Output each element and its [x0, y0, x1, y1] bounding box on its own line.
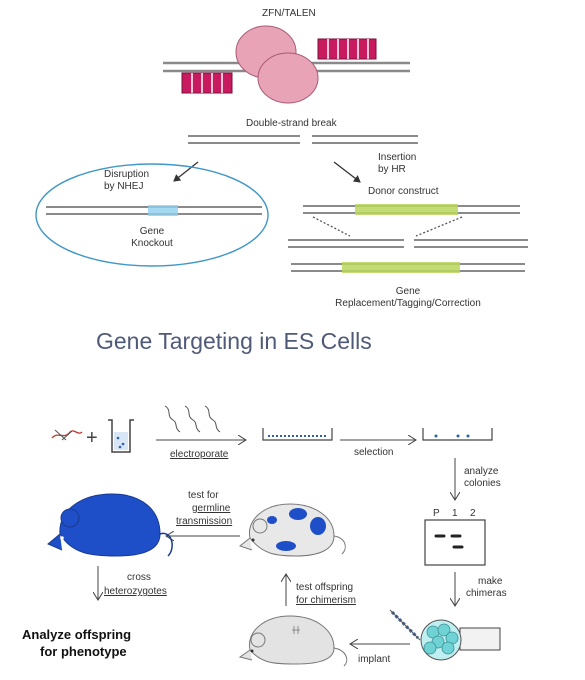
lower-repeat-array [181, 72, 233, 94]
chimerism-line2: for chimerism [296, 595, 356, 606]
selection-label: selection [354, 447, 393, 458]
electroporate-label: electroporate [170, 449, 229, 460]
make-line2: chimeras [466, 588, 507, 599]
hr-arrow [333, 161, 361, 183]
crossover-right [415, 216, 463, 237]
es-cell-workflow: + electroporate selection [22, 405, 507, 667]
analyze-line2: colonies [464, 478, 501, 489]
knockout-line2: Knockout [131, 238, 173, 249]
knockout-ellipse [35, 163, 269, 267]
nuclease-binding-panel: ZFN/TALEN [163, 8, 410, 104]
analyze-line1: analyze [464, 466, 499, 477]
foster-mouse-icon [238, 615, 348, 667]
break-label: Double-strand break [246, 118, 338, 129]
nhej-branch: Disruption by NHEJ Gene Knockout [35, 161, 269, 267]
knockout-line1: Gene [140, 226, 165, 237]
upper-repeat-array [317, 38, 377, 60]
nhej-arrow [173, 161, 199, 182]
chimerism-line1: test offspring [296, 582, 353, 593]
make-line1: make [478, 576, 503, 587]
germline-line2: germline [192, 503, 231, 514]
germline-line3: transmission [176, 516, 232, 527]
gel-lane-2: 2 [470, 508, 476, 519]
nhej-indel-region [148, 205, 178, 216]
hr-branch: Insertion by HR Donor construct Gene Rep… [288, 152, 528, 309]
result-line1: Gene [396, 286, 421, 297]
cuvette-icon [108, 419, 134, 453]
germline-mouse-icon [47, 493, 173, 557]
figure-title: Gene Targeting in ES Cells [96, 328, 372, 354]
result-line2: Replacement/Tagging/Correction [335, 298, 481, 309]
gel-lane-p: P [433, 508, 440, 519]
crossover-left [312, 216, 351, 237]
hr-label-line2: by HR [378, 164, 406, 175]
analyze-offspring-line1: Analyze offspring [22, 627, 131, 642]
blastocyst-injection-icon [389, 609, 501, 661]
integrated-insert [342, 262, 460, 273]
culture-plate-confluent [262, 428, 333, 441]
southern-blot-gel: P 1 2 [424, 508, 486, 566]
cross-line1: cross [127, 572, 151, 583]
hr-label-line1: Insertion [378, 152, 416, 163]
dna-construct-icon [51, 429, 83, 441]
cross-line2: heterozygotes [104, 586, 167, 597]
nuclease-domain-lower [257, 52, 319, 104]
nhej-label-line1: Disruption [104, 169, 149, 180]
electroporation-pulses-icon [164, 405, 221, 433]
gel-lane-1: 1 [452, 508, 458, 519]
germline-line1: test for [188, 490, 219, 501]
donor-insert [355, 204, 458, 215]
culture-plate-colonies [422, 428, 493, 441]
chimeric-mouse-icon [238, 503, 346, 557]
implant-label: implant [358, 654, 390, 665]
nhej-label-line2: by NHEJ [104, 181, 143, 192]
nuclease-label: ZFN/TALEN [262, 8, 316, 19]
plus-sign: + [86, 427, 98, 449]
analyze-offspring-line2: for phenotype [40, 644, 127, 659]
double-strand-break-panel: Double-strand break [188, 118, 418, 144]
donor-label: Donor construct [368, 186, 439, 197]
